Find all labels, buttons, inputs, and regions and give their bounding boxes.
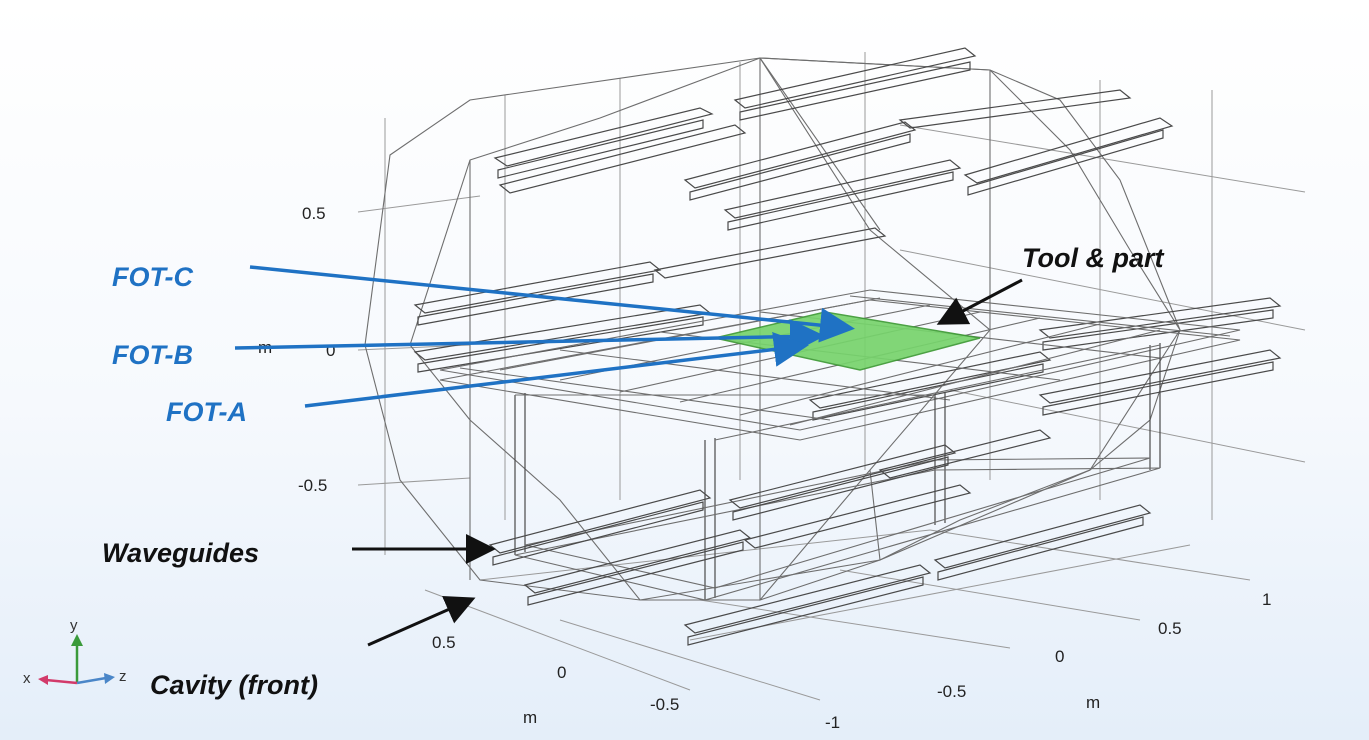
z-tick-1: -0.5 — [937, 682, 966, 701]
waveguides-middle — [413, 227, 1282, 421]
z-tick-0: -1 — [825, 713, 840, 732]
x-tick-1: 0 — [557, 663, 566, 682]
fot-b-arrow — [234, 319, 825, 355]
waveguides-top — [493, 47, 1174, 231]
waveguides-bottom — [488, 429, 1152, 646]
z-tick-2: 0 — [1055, 647, 1064, 666]
axis-triad: y x z — [23, 617, 127, 687]
x-tick-0: 0.5 — [432, 633, 456, 652]
triad-y-label: y — [70, 617, 78, 634]
fot-a-arrow — [304, 331, 809, 408]
y-tick-0: 0.5 — [302, 204, 326, 223]
triad-z-label: z — [119, 668, 127, 685]
tool-part-arrow — [936, 278, 1023, 325]
fot-c-arrow — [249, 265, 855, 343]
triad-x-label: x — [23, 670, 31, 687]
waveguides-label: Waveguides — [102, 538, 259, 568]
fot-b-label: FOT-B — [112, 340, 193, 370]
x-tick-2: -0.5 — [650, 695, 679, 714]
y-tick-2: -0.5 — [298, 476, 327, 495]
z-tick-4: 1 — [1262, 590, 1271, 609]
bounding-grid — [357, 52, 1306, 701]
cavity-front-arrow — [367, 595, 476, 647]
cavity-front-label: Cavity (front) — [150, 670, 318, 700]
z-axis-unit: m — [1086, 693, 1100, 712]
x-axis-unit: m — [523, 708, 537, 727]
fot-a-label: FOT-A — [166, 397, 247, 427]
z-tick-3: 0.5 — [1158, 619, 1182, 638]
tool-part-label: Tool & part — [1022, 243, 1164, 273]
y-tick-1: 0 — [326, 341, 335, 360]
fot-c-label: FOT-C — [112, 262, 193, 292]
